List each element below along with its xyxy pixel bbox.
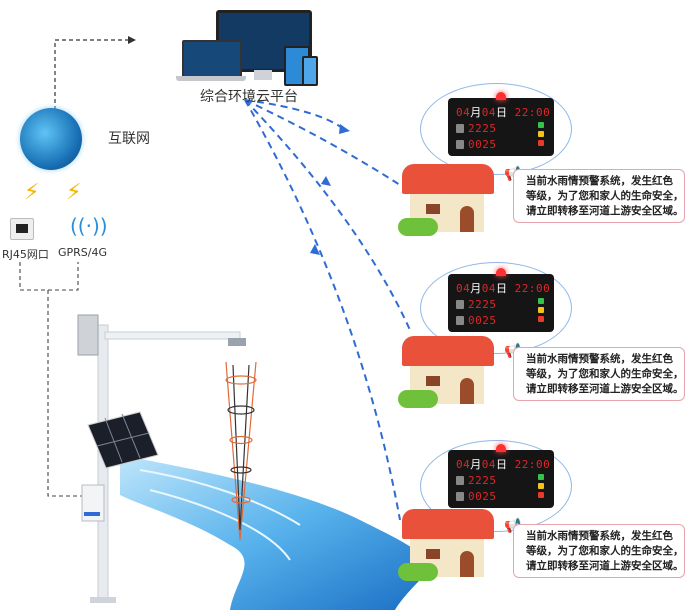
river (120, 455, 428, 610)
alarm-light-icon (496, 268, 506, 276)
platform-label: 综合环境云平台 (200, 89, 298, 105)
link-internet-to-platform (54, 39, 128, 110)
led-water-level: 0025 (468, 314, 497, 327)
led-rainfall: 2225 (468, 298, 497, 311)
led-date: 04月04日 22:00 (456, 458, 551, 471)
thought-bubble (420, 83, 572, 175)
lightning-icon: ⚡ (24, 180, 40, 205)
platform-devices (176, 6, 318, 86)
alert-message: 当前水雨情预警系统，发生红色 等级，为了您和家人的生命安全， 请立即转移至河道上… (513, 524, 685, 578)
thought-bubble (420, 262, 572, 354)
led-water-level: 0025 (468, 138, 497, 151)
led-water-level: 0025 (468, 490, 497, 503)
alert-message: 当前水雨情预警系统，发生红色 等级，为了您和家人的生命安全， 请立即转移至河道上… (513, 169, 685, 223)
arrow-to-platform (128, 36, 136, 44)
phone-icon (302, 56, 318, 86)
led-display: 04月04日 22:00 2225 0025 (448, 444, 554, 508)
led-display: 04月04日 22:00 2225 0025 (448, 268, 554, 332)
led-rainfall: 2225 (468, 122, 497, 135)
crossarm (104, 331, 241, 340)
led-time: 22:00 (514, 282, 551, 295)
alarm-light-icon (496, 92, 506, 100)
led-rainfall: 2225 (468, 474, 497, 487)
gprs-label: GPRS/4G (58, 246, 108, 259)
link-ports-to-station (19, 262, 82, 497)
alert-message: 当前水雨情预警系统，发生红色 等级，为了您和家人的生命安全， 请立即转移至河道上… (513, 347, 685, 401)
led-date: 04月04日 22:00 (456, 106, 551, 119)
laptop-icon (182, 40, 242, 78)
ethernet-port-icon (10, 218, 34, 240)
led-date: 04月04日 22:00 (456, 282, 551, 295)
solar-panel (87, 411, 159, 469)
link-platform-house-1 (244, 99, 346, 131)
radar-beam (225, 361, 257, 541)
rj45-label: RJ45网口 (2, 248, 49, 261)
alarm-light-icon (496, 444, 506, 452)
led-display: 04月04日 22:00 2225 0025 (448, 92, 554, 156)
lightning-icon: ⚡ (66, 180, 82, 205)
globe-icon (20, 108, 82, 170)
house (398, 160, 498, 238)
house (398, 332, 498, 410)
led-time: 22:00 (514, 458, 551, 471)
wireless-signal-icon: ((·)) (70, 214, 108, 238)
link-platform-house-1b (244, 99, 401, 186)
internet-label: 互联网 (108, 131, 150, 147)
link-platform-house-2 (244, 99, 411, 331)
rain-gauge (77, 314, 99, 356)
radar-sensor (228, 338, 246, 346)
link-platform-house-3 (244, 99, 401, 521)
led-time: 22:00 (514, 106, 551, 119)
house (398, 505, 498, 583)
thought-bubble (420, 440, 572, 532)
